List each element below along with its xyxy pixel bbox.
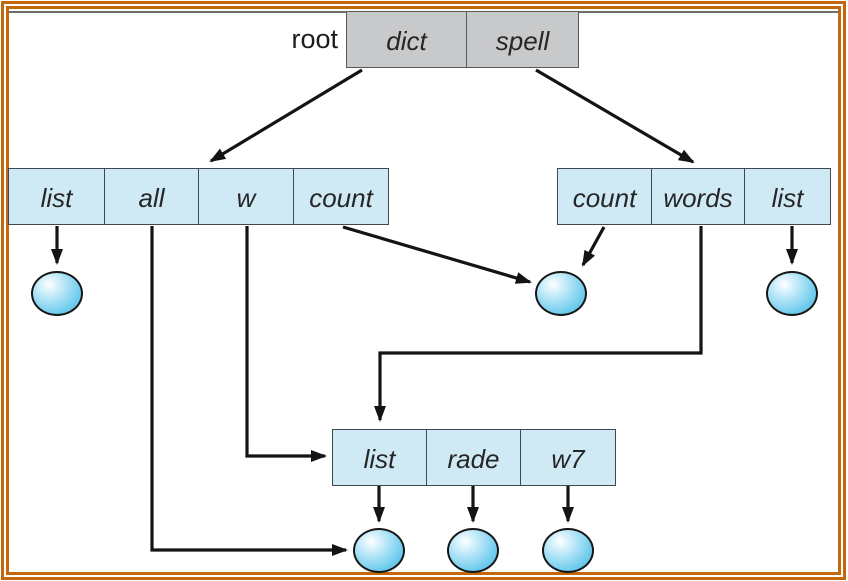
arrow-spell-to-right-dir (535, 68, 695, 164)
bottom-directory-box: list rade w7 (332, 429, 616, 486)
left-cell-count: count (294, 168, 389, 225)
root-cell-dict: dict (346, 11, 467, 68)
right-directory-box: count words list (557, 168, 831, 225)
right-cell-list: list (745, 168, 831, 225)
arrow-dict-to-left-dir (209, 68, 363, 163)
left-directory-box: list all w count (8, 168, 389, 225)
arrow-w-to-bottom-dir (245, 226, 327, 462)
root-cell-spell: spell (467, 11, 579, 68)
file-circle-right-list (766, 271, 818, 316)
file-circle-shared-count (535, 271, 587, 316)
arrow-leftcount-to-sharedfile (342, 225, 532, 284)
arrow-rightcount-to-sharedfile (581, 226, 606, 267)
left-cell-all: all (105, 168, 199, 225)
root-label: root (291, 24, 338, 54)
file-circle-bottom-list (353, 528, 405, 573)
arrow-words-to-bottom-dir (374, 226, 703, 422)
file-circle-left-list (31, 271, 83, 316)
bottom-cell-w7: w7 (521, 429, 616, 486)
right-cell-words: words (652, 168, 745, 225)
left-cell-w: w (199, 168, 294, 225)
left-cell-list: list (8, 168, 105, 225)
bottom-cell-rade: rade (427, 429, 521, 486)
file-circle-bottom-w7 (542, 528, 594, 573)
right-cell-count: count (557, 168, 652, 225)
inner-orange-border (6, 6, 841, 575)
root-directory-box: dict spell (346, 11, 579, 68)
file-circle-bottom-rade (447, 528, 499, 573)
arrow-all-to-bottomfile (150, 226, 348, 556)
bottom-cell-list: list (332, 429, 427, 486)
